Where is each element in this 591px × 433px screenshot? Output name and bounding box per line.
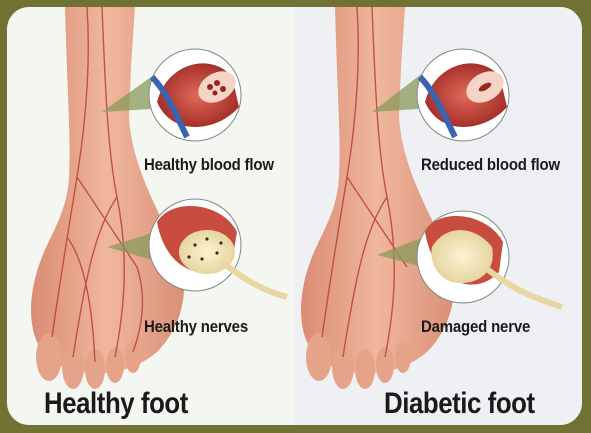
healthy-blood-flow-label: Healthy blood flow — [144, 155, 274, 175]
illustration-panel: Healthy blood flow Healthy nerves Reduce… — [7, 7, 582, 425]
healthy-nerves-label: Healthy nerves — [144, 317, 248, 337]
foot-illustration — [7, 7, 582, 425]
healthy-foot-title: Healthy foot — [44, 387, 188, 421]
diabetic-foot-title: Diabetic foot — [384, 387, 535, 421]
damaged-nerve-label: Damaged nerve — [421, 317, 530, 337]
reduced-blood-flow-label: Reduced blood flow — [421, 155, 560, 175]
